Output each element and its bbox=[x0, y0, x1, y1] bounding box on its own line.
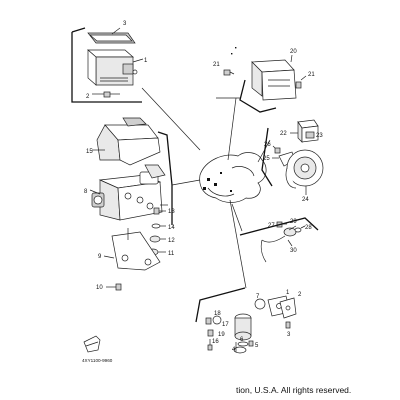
front-arrow-icon bbox=[83, 335, 101, 353]
callout-25: 25 bbox=[263, 156, 270, 162]
callout-5: 5 bbox=[255, 343, 259, 349]
group-bracket-1 bbox=[71, 27, 201, 151]
callout-20: 20 bbox=[290, 49, 297, 55]
part-16-bolt bbox=[207, 339, 213, 351]
callout-21-right: 21 bbox=[308, 72, 315, 78]
part-26-bolt bbox=[272, 145, 281, 154]
callout-29: 29 bbox=[290, 219, 297, 225]
callout-1: 1 bbox=[144, 58, 148, 64]
callout-14: 14 bbox=[168, 225, 175, 231]
copyright-notice: tion, U.S.A. All rights reserved. bbox=[236, 385, 352, 395]
callout-17: 17 bbox=[222, 322, 229, 328]
group-bracket-6 bbox=[195, 287, 246, 323]
callout-7: 7 bbox=[256, 294, 260, 300]
callout-21-left: 21 bbox=[213, 62, 220, 68]
part-12-grommet bbox=[149, 235, 166, 243]
callout-19: 19 bbox=[218, 332, 225, 338]
callout-23: 23 bbox=[316, 133, 323, 139]
callout-18: 18 bbox=[214, 311, 221, 317]
part-15-cover bbox=[92, 117, 161, 166]
part-24-horn bbox=[285, 149, 324, 195]
part-20-ecu bbox=[251, 54, 297, 101]
part-9-bracket bbox=[103, 228, 161, 271]
callout-12: 12 bbox=[168, 238, 175, 244]
group-bracket-5 bbox=[239, 217, 319, 236]
callout-15: 15 bbox=[86, 149, 93, 155]
callout-13: 13 bbox=[168, 209, 175, 215]
part-30-lead bbox=[260, 235, 293, 263]
callout-28: 28 bbox=[305, 225, 312, 231]
part-7-gasket bbox=[254, 298, 266, 310]
part-5-bolt bbox=[248, 340, 254, 347]
part-21-screw-left bbox=[223, 69, 235, 76]
callout-labels: 3 1 2 15 8 13 14 12 11 9 10 20 21 21 22 … bbox=[84, 21, 323, 353]
callout-8: 8 bbox=[84, 189, 88, 195]
callout-3-bolt: 3 bbox=[287, 332, 291, 338]
part-2-screw bbox=[92, 91, 120, 98]
callout-22: 22 bbox=[280, 131, 287, 137]
part-6-sensor-body bbox=[234, 313, 252, 347]
part-23-bracket bbox=[305, 131, 315, 139]
part-10-bolt bbox=[106, 283, 122, 291]
group-bracket-4 bbox=[261, 127, 273, 187]
part-4-o-ring bbox=[233, 342, 247, 354]
callout-24: 24 bbox=[302, 197, 309, 203]
part-18-gasket bbox=[212, 315, 222, 325]
drawing-code-label: 4XY1100-9960 bbox=[82, 358, 113, 363]
group-bracket-2 bbox=[157, 131, 201, 225]
part-1-control-unit bbox=[87, 49, 144, 86]
callout-11: 11 bbox=[168, 251, 175, 257]
part-8-hydraulic-unit bbox=[89, 164, 168, 221]
callout-16: 16 bbox=[212, 339, 219, 345]
callout-3: 3 bbox=[123, 21, 127, 27]
part-13-bolt bbox=[153, 207, 166, 215]
part-21-screw-right bbox=[295, 75, 307, 89]
callout-9: 9 bbox=[98, 254, 102, 260]
callout-2-bracket: 2 bbox=[298, 292, 302, 298]
callout-26: 26 bbox=[264, 142, 271, 148]
part-2-bracket bbox=[279, 297, 297, 319]
callout-27: 27 bbox=[268, 223, 275, 229]
group-bracket-3 bbox=[216, 79, 277, 113]
part-22-relay bbox=[290, 119, 319, 143]
small-dot-marks bbox=[231, 47, 237, 55]
part-17-bolt bbox=[205, 317, 212, 325]
callout-10: 10 bbox=[96, 285, 103, 291]
part-14-collar bbox=[151, 223, 166, 229]
callout-6: 6 bbox=[240, 337, 244, 343]
part-28-collar bbox=[294, 225, 306, 233]
callout-30: 30 bbox=[290, 248, 297, 254]
motorcycle-frame-outline bbox=[199, 97, 271, 289]
part-3-cover-sheet bbox=[87, 27, 136, 44]
part-3-bolt bbox=[285, 321, 291, 329]
callout-2: 2 bbox=[86, 94, 90, 100]
callout-4: 4 bbox=[232, 347, 236, 353]
callout-1-sensor: 1 bbox=[286, 290, 290, 296]
part-19-screw bbox=[207, 329, 214, 337]
